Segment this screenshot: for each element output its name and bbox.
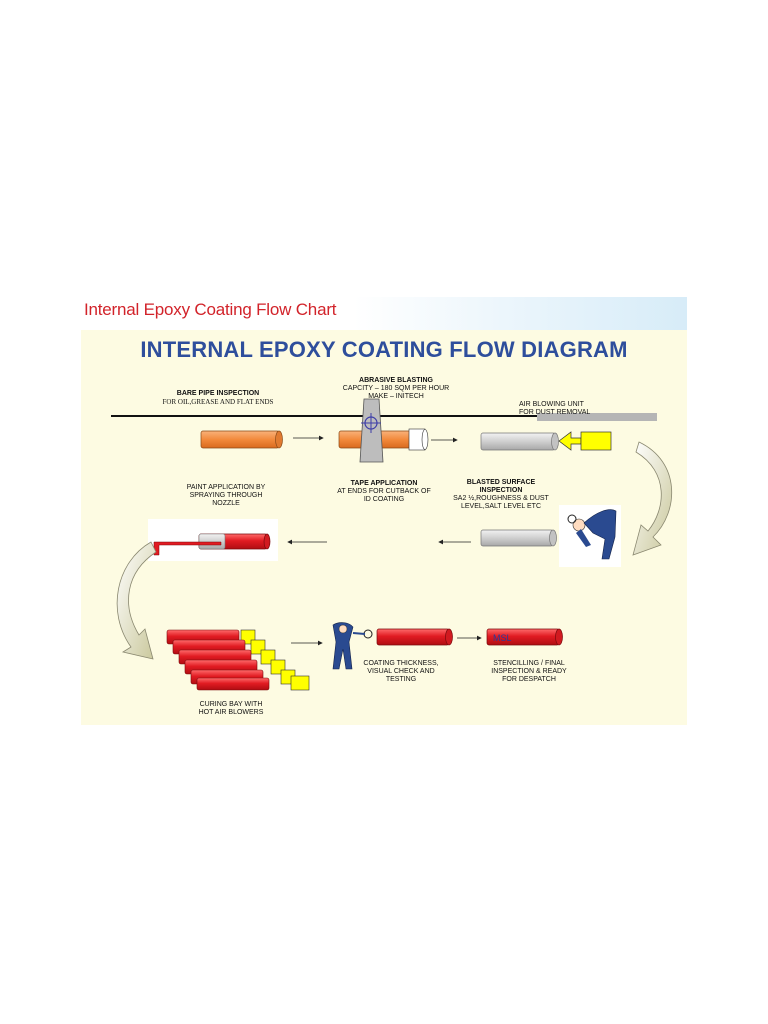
- coated-pipe: [376, 628, 453, 646]
- curved-arrow-right: [632, 441, 672, 556]
- abrasive-blasting-machine: [359, 398, 384, 463]
- curing-bay: [166, 629, 310, 691]
- blasted-pipe-middle: [480, 529, 557, 547]
- slide-title: Internal Epoxy Coating Flow Chart: [84, 300, 337, 319]
- stencilled-pipe: MSL: [486, 628, 563, 646]
- blasted-surface-label: BLASTED SURFACE INSPECTION SA2 ½,ROUGHNE…: [453, 479, 549, 510]
- abrasive-blasting-label: ABRASIVE BLASTING CAPCITY – 180 SQM PER …: [342, 377, 450, 400]
- inspector-figure-bottom: [332, 622, 373, 670]
- slide-header-band: [81, 297, 687, 330]
- flow-diagram: MSL: [111, 398, 672, 691]
- curing-bay-label: CURING BAY WITH HOT AIR BLOWERS: [198, 701, 264, 716]
- stencilling-label: STENCILLING / FINAL INSPECTION & READY F…: [491, 660, 567, 683]
- paint-application-label: PAINT APPLICATION BY SPRAYING THROUGH NO…: [186, 484, 266, 507]
- bare-pipe-label: BARE PIPE INSPECTION FOR OIL,GREASE AND …: [162, 390, 274, 406]
- curved-arrow-left: [116, 541, 157, 660]
- coating-thickness-label: COATING THICKNESS, VISUAL CHECK AND TEST…: [363, 660, 439, 683]
- paint-application: [148, 519, 278, 561]
- blasted-pipe-top: [480, 432, 559, 451]
- dust-removal-band: [537, 413, 657, 421]
- inspector-figure-right: [559, 505, 621, 567]
- blasting-pipe: [338, 428, 429, 451]
- bare-pipe: [200, 430, 283, 449]
- slide: Internal Epoxy Coating Flow Chart INTERN…: [81, 297, 687, 725]
- tape-application-label: TAPE APPLICATION AT ENDS FOR CUTBACK OF …: [337, 480, 431, 503]
- air-blowing-label: AIR BLOWING UNIT FOR DUST REMOVAL: [519, 401, 591, 416]
- diagram-title: INTERNAL EPOXY COATING FLOW DIAGRAM: [140, 337, 628, 362]
- air-blower: [558, 431, 612, 451]
- stencil-mark: MSL: [493, 633, 512, 643]
